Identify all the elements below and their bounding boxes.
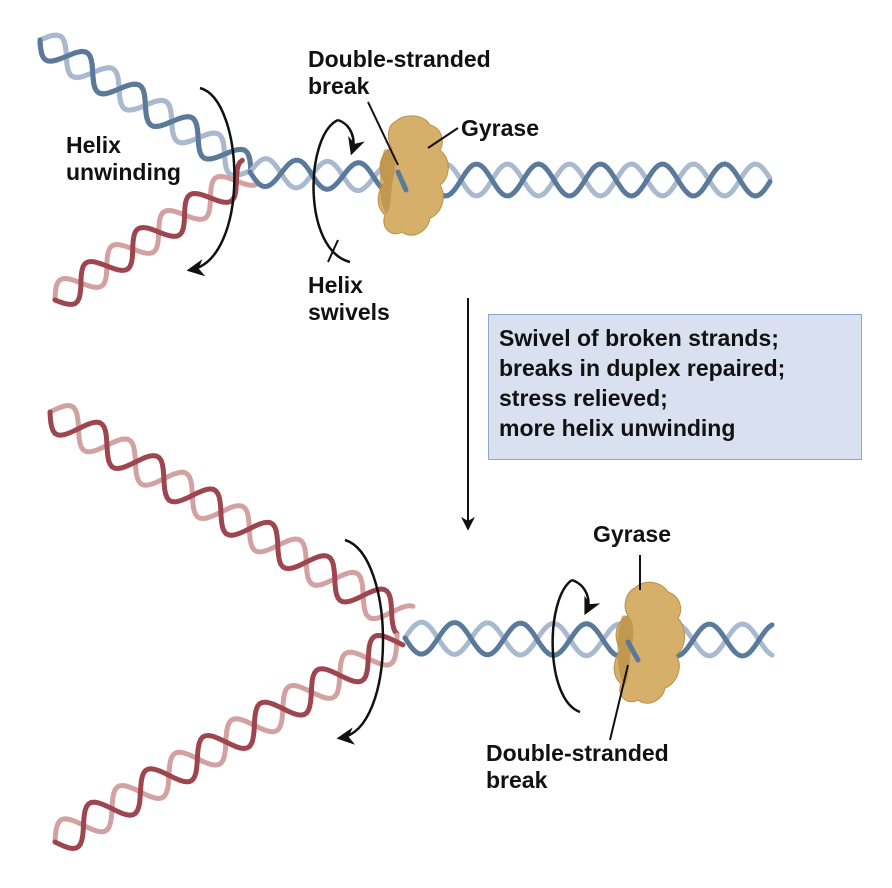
dna-helix-icon — [427, 161, 773, 199]
dna-strand — [427, 161, 773, 199]
gyrase-enzyme-icon — [377, 115, 449, 236]
info-line: Swivel of broken strands; — [499, 325, 779, 351]
dna-strand — [247, 157, 392, 195]
dna-strand — [657, 621, 775, 659]
dna-strand — [402, 620, 623, 659]
dna-helix-icon — [47, 402, 416, 637]
dna-helix-icon — [37, 32, 254, 178]
dna-helix-group — [37, 32, 775, 852]
info-line: more helix unwinding — [499, 415, 736, 441]
dna-helix-icon — [402, 619, 623, 659]
dna-strand — [52, 632, 406, 852]
dna-strand — [247, 156, 394, 193]
gyrase-pointer-line — [427, 127, 459, 149]
rotation-arrows — [186, 86, 601, 745]
dna-strand — [402, 619, 623, 659]
dna-helix-icon — [52, 157, 261, 307]
swivel-pointer-line — [327, 239, 339, 263]
break-pointer-line — [609, 664, 629, 741]
pointer-lines — [327, 101, 641, 741]
dna-helix-icon — [52, 632, 406, 852]
dna-strand — [37, 37, 254, 172]
bottom-gyrase-label: Gyrase — [593, 521, 672, 547]
rotation-arrow-icon — [337, 118, 365, 156]
dna-strand — [52, 157, 245, 307]
rotation-arrow-icon — [551, 578, 581, 714]
rotation-arrow-icon — [186, 86, 236, 277]
dna-helix-icon — [247, 156, 394, 195]
info-line: breaks in duplex repaired; — [499, 355, 786, 381]
gyrase-enzyme-icon — [613, 581, 685, 704]
top-gyrase-label: Gyrase — [461, 115, 540, 141]
dna-strand — [52, 173, 261, 303]
dna-strand — [52, 632, 400, 845]
rotation-arrow-icon — [312, 118, 351, 264]
info-line: stress relieved; — [499, 385, 668, 411]
rotation-arrow-icon — [336, 538, 385, 745]
break-pointer-line — [367, 101, 399, 166]
dna-strand — [47, 409, 400, 637]
info-box: Swivel of broken strands; breaks in dupl… — [488, 314, 862, 460]
rotation-arrow-icon — [571, 578, 601, 616]
dna-strand — [47, 402, 416, 622]
dna-strand — [427, 161, 773, 199]
